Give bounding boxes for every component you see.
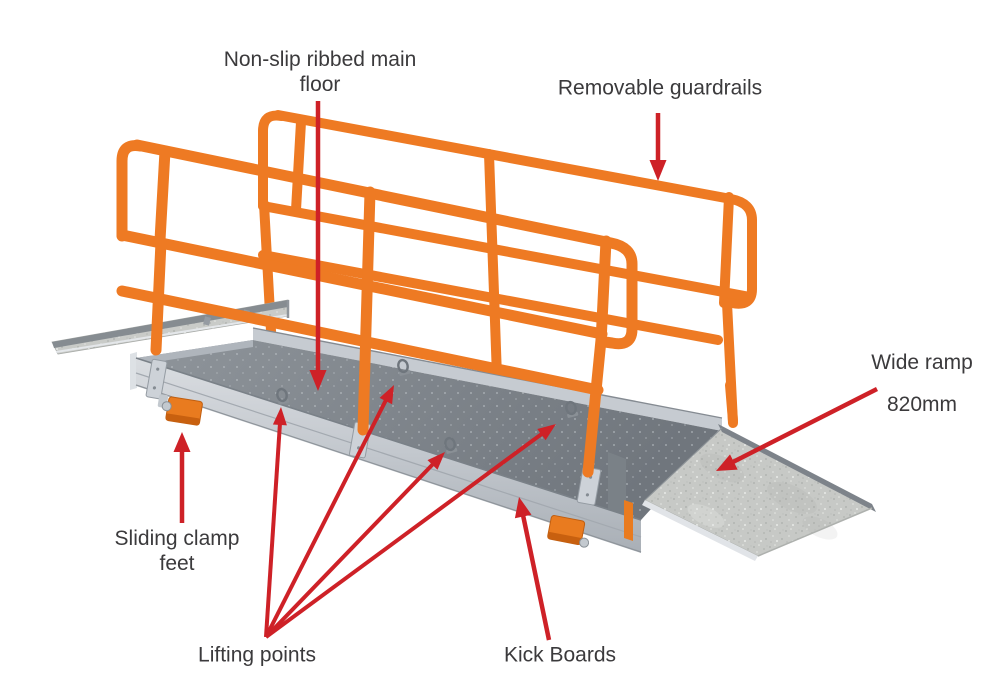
guardrail-near-post	[582, 334, 607, 478]
arrowhead-wide-ramp	[716, 454, 738, 471]
arrow-lifting-point	[264, 422, 282, 638]
guardrail-near-post	[150, 236, 167, 356]
ramp-edge-far	[718, 424, 876, 512]
kick-board-near-top-edge	[135, 357, 642, 521]
label-wide-ramp: Wide ramp 820mm	[871, 342, 973, 426]
guardrail-near-loop-post	[595, 235, 612, 348]
clamp-foot-right	[547, 515, 590, 548]
ramp-shade	[767, 481, 817, 515]
ramp-surface-texture	[645, 428, 872, 556]
annotation-arrowheads	[173, 160, 738, 519]
label-line: Wide ramp	[871, 351, 973, 374]
platform-deck-texture	[136, 340, 722, 520]
arrow-wide-ramp	[729, 386, 879, 466]
clamp-foot-left	[157, 394, 203, 426]
arrowhead-lifting-point	[427, 452, 445, 470]
guardrail-far-left-loop	[258, 110, 286, 211]
ramp	[642, 380, 876, 561]
ramp-edge-near	[642, 500, 758, 561]
ramp-hinge	[644, 427, 723, 501]
guardrail-far-top-rail	[273, 110, 757, 309]
label-line: Non-slip ribbed main	[223, 48, 417, 72]
guardrail-far	[258, 110, 757, 428]
platform-left-end-cap	[130, 352, 137, 390]
annotation-arrows	[179, 101, 879, 641]
guardrail-near	[116, 139, 638, 478]
label-line: Sliding clamp	[114, 527, 240, 551]
ramp-shade	[802, 516, 838, 540]
arrowhead-kick-boards	[514, 497, 532, 519]
label-kick-boards: Kick Boards	[504, 644, 616, 669]
platform-left-end-edge	[136, 340, 253, 365]
ramp-edge-outer	[757, 507, 873, 557]
guardrail-near-left-loop	[116, 140, 146, 242]
kick-board-far-edge	[252, 327, 723, 419]
label-line: Removable guardrails	[557, 76, 763, 100]
arrow-lifting-point	[264, 431, 545, 639]
label-sliding-clamp-feet: Sliding clamp feet	[115, 527, 240, 577]
arrows-lifting-points	[264, 397, 545, 639]
lifting-eye	[397, 358, 411, 376]
guardrail-far-post	[484, 149, 502, 382]
platform-right-end-cap	[608, 452, 626, 524]
guardrail-far-loop-post	[291, 117, 306, 215]
lifting-eye	[565, 400, 579, 418]
label-line: floor	[299, 73, 341, 96]
arrow-lifting-point	[264, 397, 389, 638]
rail-bracket-right	[576, 466, 602, 506]
label-line: Kick Boards	[503, 643, 617, 667]
guardrail-post-foot	[725, 380, 738, 426]
label-line: feet	[159, 552, 195, 575]
guardrail-near-top-rail	[131, 139, 638, 350]
platform	[130, 327, 723, 553]
lifting-eye	[444, 436, 458, 454]
guardrail-near-post	[357, 186, 376, 436]
arrowhead-lifting-point	[379, 385, 394, 405]
arrowhead-lifting-point	[537, 424, 556, 441]
guardrail-near-lower-rail	[116, 285, 604, 396]
label-removable-guardrails: Removable guardrails	[558, 77, 762, 102]
end-rail-orange-cap	[624, 500, 633, 541]
arrowhead-sliding-clamp-feet	[173, 432, 191, 452]
label-line: 820mm	[886, 393, 958, 416]
rail-bracket-left	[145, 358, 168, 400]
guardrail-far-mid-rail	[258, 201, 755, 302]
transition-plate-peg	[203, 316, 211, 326]
arrowhead-non-slip-floor	[309, 370, 327, 391]
kick-board-near-seam	[135, 372, 642, 538]
label-lifting-points: Lifting points	[198, 644, 316, 669]
lifting-eye	[276, 387, 290, 405]
guardrail-far-loop-post	[719, 192, 734, 308]
arrowhead-removable-guardrails	[649, 160, 667, 181]
arrow-kick-boards	[520, 514, 552, 641]
arrowhead-lifting-point	[272, 407, 287, 426]
label-non-slip-floor: Non-slip ribbed main floor	[224, 48, 417, 98]
ramp-highlight	[687, 504, 725, 528]
label-line: Lifting points	[198, 643, 316, 667]
guardrail-near-loop-post	[154, 145, 171, 246]
arrow-lifting-point	[264, 461, 436, 639]
